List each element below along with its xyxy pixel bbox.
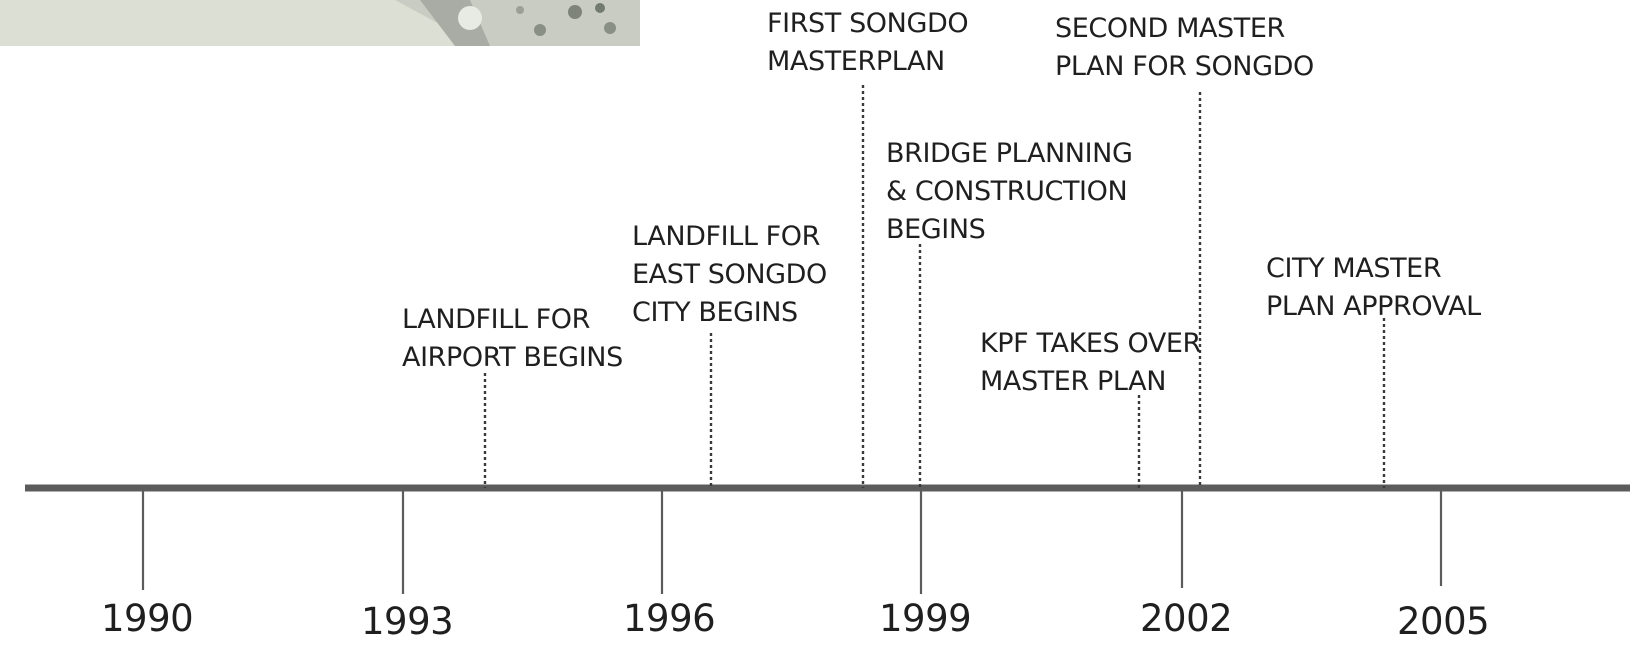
event-line: FIRST SONGDO [767, 8, 969, 39]
year-label-2005: 2005 [1397, 600, 1490, 643]
year-label-1996: 1996 [623, 597, 716, 640]
event-connectors [483, 85, 1386, 488]
event-city-master-plan-approval: CITY MASTER PLAN APPROVAL [1266, 250, 1481, 326]
event-line: PLAN APPROVAL [1266, 291, 1481, 322]
event-line: CITY BEGINS [632, 297, 798, 328]
year-label-1999: 1999 [879, 597, 972, 640]
event-line: BRIDGE PLANNING [886, 138, 1133, 169]
year-label-2002: 2002 [1140, 597, 1233, 640]
event-kpf-takes-over: KPF TAKES OVER MASTER PLAN [980, 325, 1201, 401]
event-line: & CONSTRUCTION [886, 176, 1128, 207]
event-landfill-east-songdo: LANDFILL FOR EAST SONGDO CITY BEGINS [632, 218, 827, 332]
event-second-master-plan: SECOND MASTER PLAN FOR SONGDO [1055, 10, 1314, 86]
year-label-1990: 1990 [101, 597, 194, 640]
event-line: MASTERPLAN [767, 46, 945, 77]
event-line: LANDFILL FOR [402, 304, 591, 335]
event-line: MASTER PLAN [980, 366, 1167, 397]
event-line: EAST SONGDO [632, 259, 827, 290]
event-line: BEGINS [886, 214, 986, 245]
event-landfill-airport: LANDFILL FOR AIRPORT BEGINS [402, 301, 623, 377]
event-first-songdo-masterplan: FIRST SONGDO MASTERPLAN [767, 5, 969, 81]
event-line: KPF TAKES OVER [980, 328, 1201, 359]
event-line: LANDFILL FOR [632, 221, 821, 252]
event-line: PLAN FOR SONGDO [1055, 51, 1314, 82]
year-label-1993: 1993 [361, 600, 454, 643]
event-line: CITY MASTER [1266, 253, 1442, 284]
year-ticks [141, 488, 1443, 594]
event-bridge-planning: BRIDGE PLANNING & CONSTRUCTION BEGINS [886, 135, 1133, 249]
aerial-photo-fragment [0, 0, 640, 46]
event-line: AIRPORT BEGINS [402, 342, 623, 373]
event-line: SECOND MASTER [1055, 13, 1285, 44]
